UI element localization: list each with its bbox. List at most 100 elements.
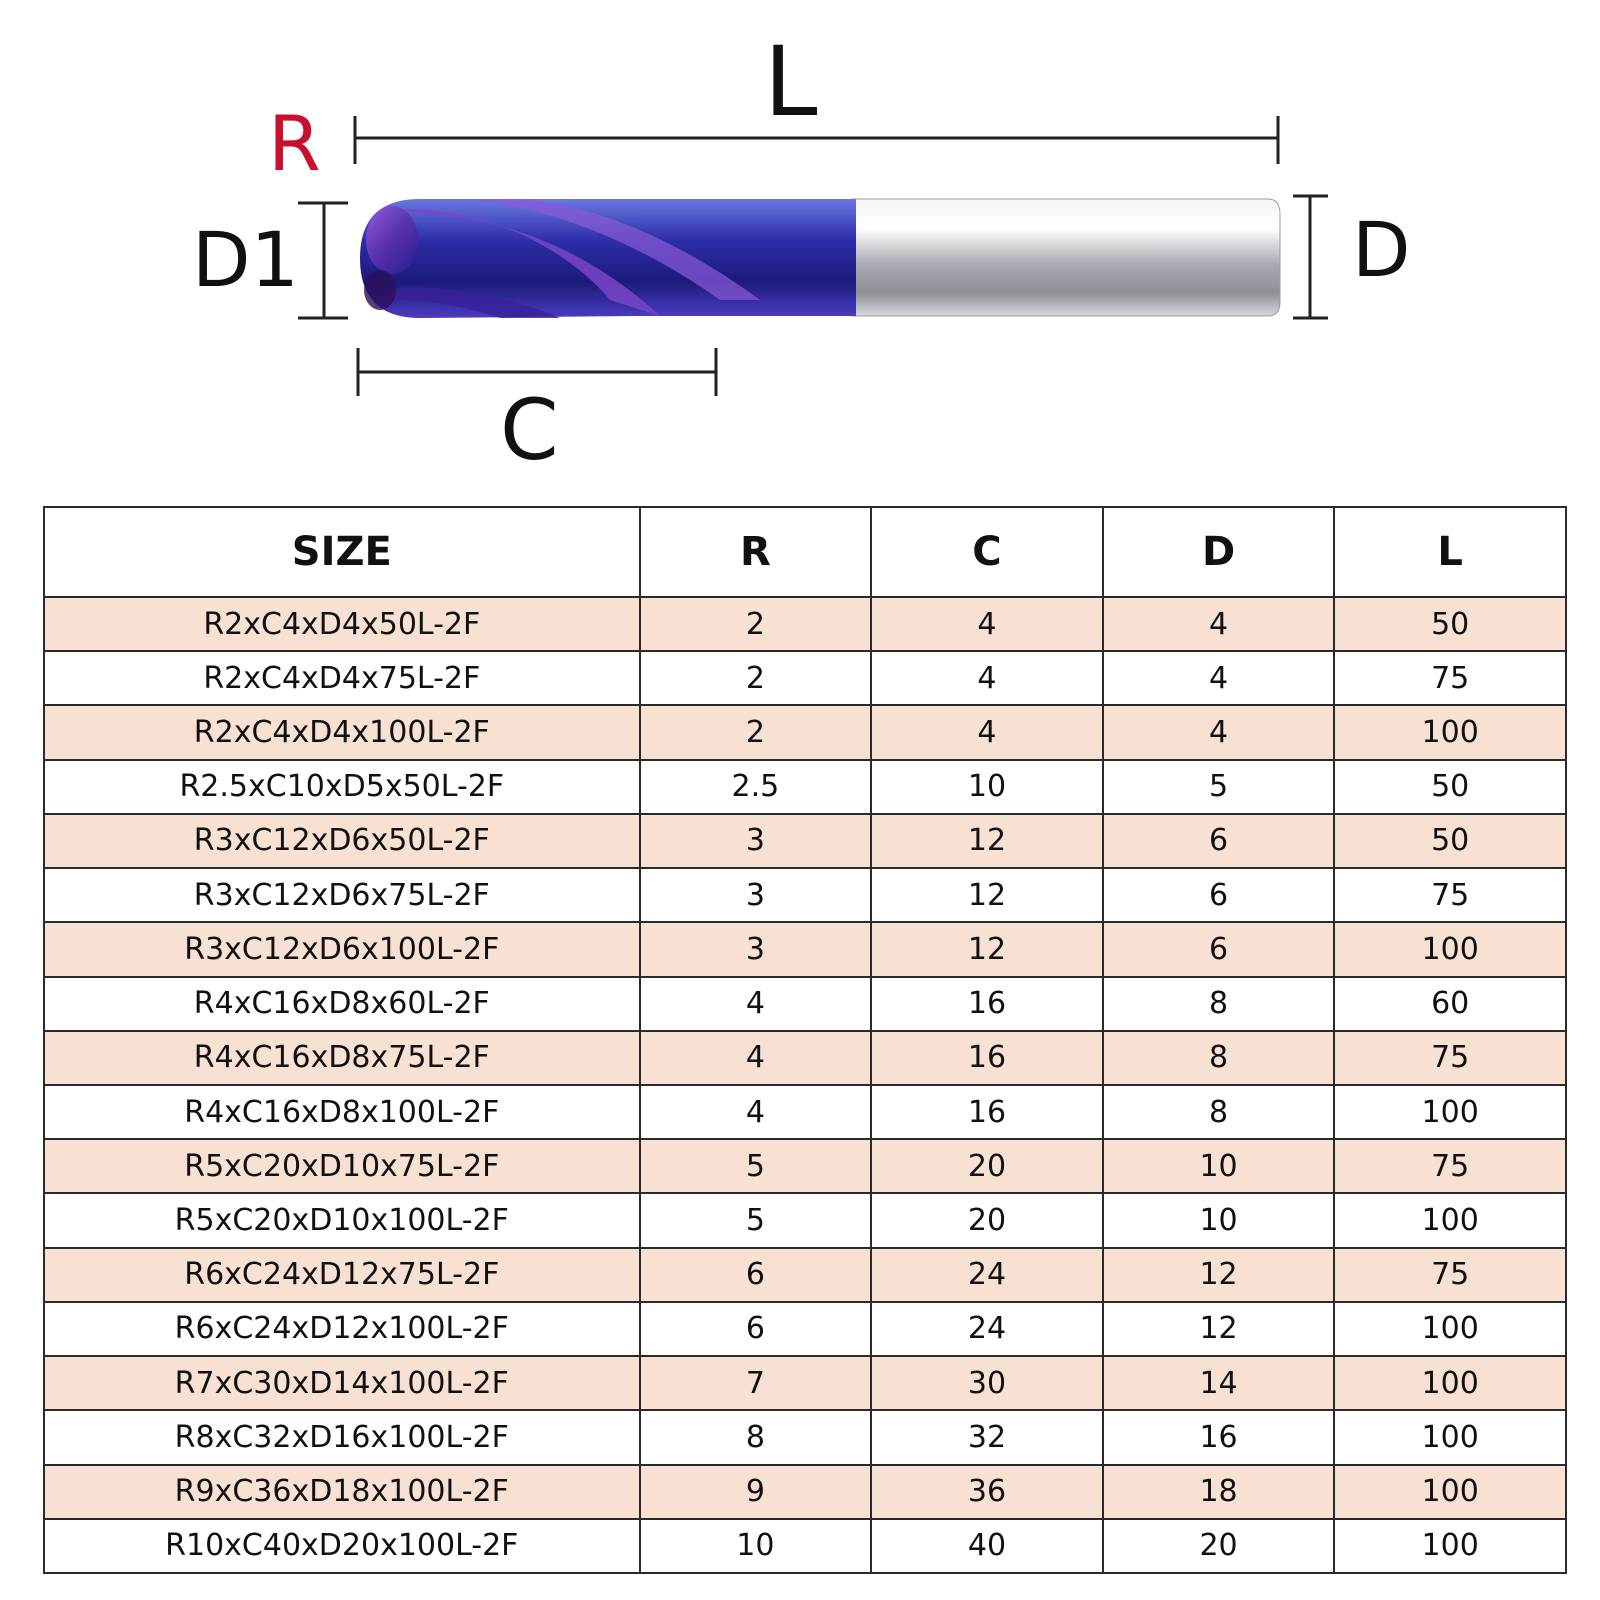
cell-d: 8 [1101, 1029, 1336, 1086]
cell-size: R4xC16xD8x60L-2F [43, 975, 641, 1032]
cell-c: 16 [870, 975, 1104, 1032]
cell-c: 12 [870, 812, 1104, 870]
cell-l: 60 [1333, 975, 1567, 1032]
cell-r: 2.5 [638, 758, 873, 815]
cell-c: 20 [870, 1192, 1104, 1249]
cell-d: 8 [1101, 1083, 1336, 1141]
cell-l: 100 [1333, 704, 1567, 761]
cell-size: R5xC20xD10x75L-2F [43, 1138, 641, 1195]
cell-l: 75 [1333, 650, 1567, 707]
header-r: R [638, 506, 873, 598]
header-c: C [870, 506, 1104, 598]
tool-ball-tip-dark [364, 270, 396, 310]
cell-c: 24 [870, 1246, 1104, 1303]
cell-c: 4 [870, 650, 1104, 707]
cell-r: 3 [638, 921, 873, 978]
dimension-label-D: D [1352, 205, 1411, 294]
dimension-label-D1: D1 [192, 215, 299, 304]
cell-size: R6xC24xD12x100L-2F [43, 1300, 641, 1358]
tool-coated-neck [620, 199, 856, 316]
cell-size: R4xC16xD8x75L-2F [43, 1029, 641, 1086]
cell-r: 3 [638, 867, 873, 924]
cell-l: 75 [1333, 1029, 1567, 1086]
cell-r: 6 [638, 1300, 873, 1358]
cell-d: 6 [1101, 867, 1336, 924]
cell-size: R3xC12xD6x100L-2F [43, 921, 641, 978]
cell-l: 100 [1333, 1517, 1567, 1575]
cell-r: 5 [638, 1138, 873, 1195]
cell-l: 75 [1333, 1138, 1567, 1195]
cell-c: 40 [870, 1517, 1104, 1575]
dimension-label-R: R [268, 99, 321, 188]
cell-size: R5xC20xD10x100L-2F [43, 1192, 641, 1249]
cell-r: 8 [638, 1409, 873, 1466]
tool-flute-spiral-3 [380, 287, 560, 318]
cell-size: R9xC36xD18x100L-2F [43, 1463, 641, 1520]
cell-c: 30 [870, 1355, 1104, 1412]
cell-c: 4 [870, 595, 1104, 653]
cell-l: 100 [1333, 1409, 1567, 1466]
cell-d: 4 [1101, 650, 1336, 707]
cell-d: 6 [1101, 812, 1336, 870]
cell-d: 8 [1101, 975, 1336, 1032]
cell-d: 16 [1101, 1409, 1336, 1466]
cell-l: 75 [1333, 1246, 1567, 1303]
dimension-label-C: C [500, 381, 559, 479]
cell-c: 12 [870, 921, 1104, 978]
cell-d: 14 [1101, 1355, 1336, 1412]
cell-d: 10 [1101, 1138, 1336, 1195]
cell-r: 4 [638, 975, 873, 1032]
tool-ball-tip [366, 206, 418, 274]
cell-size: R2xC4xD4x50L-2F [43, 595, 641, 653]
cell-l: 100 [1333, 1355, 1567, 1412]
cell-c: 36 [870, 1463, 1104, 1520]
cell-l: 75 [1333, 867, 1567, 924]
tool-dimension-diagram: L R D1 D C [0, 0, 1600, 480]
cell-d: 5 [1101, 758, 1336, 815]
cell-d: 20 [1101, 1517, 1336, 1575]
cell-c: 16 [870, 1029, 1104, 1086]
cell-r: 10 [638, 1517, 873, 1575]
tool-flute-spiral-1 [400, 209, 660, 316]
cell-r: 4 [638, 1083, 873, 1141]
cell-l: 100 [1333, 1083, 1567, 1141]
cell-l: 100 [1333, 1192, 1567, 1249]
cell-l: 50 [1333, 758, 1567, 815]
cell-d: 6 [1101, 921, 1336, 978]
cell-d: 12 [1101, 1300, 1336, 1358]
cell-d: 12 [1101, 1246, 1336, 1303]
cell-r: 4 [638, 1029, 873, 1086]
cell-l: 100 [1333, 1463, 1567, 1520]
cell-r: 2 [638, 595, 873, 653]
cell-size: R2xC4xD4x100L-2F [43, 704, 641, 761]
cell-c: 16 [870, 1083, 1104, 1141]
cell-c: 4 [870, 704, 1104, 761]
table-header-row: SIZE R C D L [43, 506, 1567, 598]
cell-size: R8xC32xD16x100L-2F [43, 1409, 641, 1466]
cell-size: R3xC12xD6x50L-2F [43, 812, 641, 870]
cell-size: R10xC40xD20x100L-2F [43, 1517, 641, 1575]
cell-d: 18 [1101, 1463, 1336, 1520]
cell-l: 50 [1333, 812, 1567, 870]
cell-c: 12 [870, 867, 1104, 924]
header-l: L [1333, 506, 1567, 598]
tool-flute-spiral-2 [470, 199, 760, 300]
cell-c: 24 [870, 1300, 1104, 1358]
cell-r: 7 [638, 1355, 873, 1412]
